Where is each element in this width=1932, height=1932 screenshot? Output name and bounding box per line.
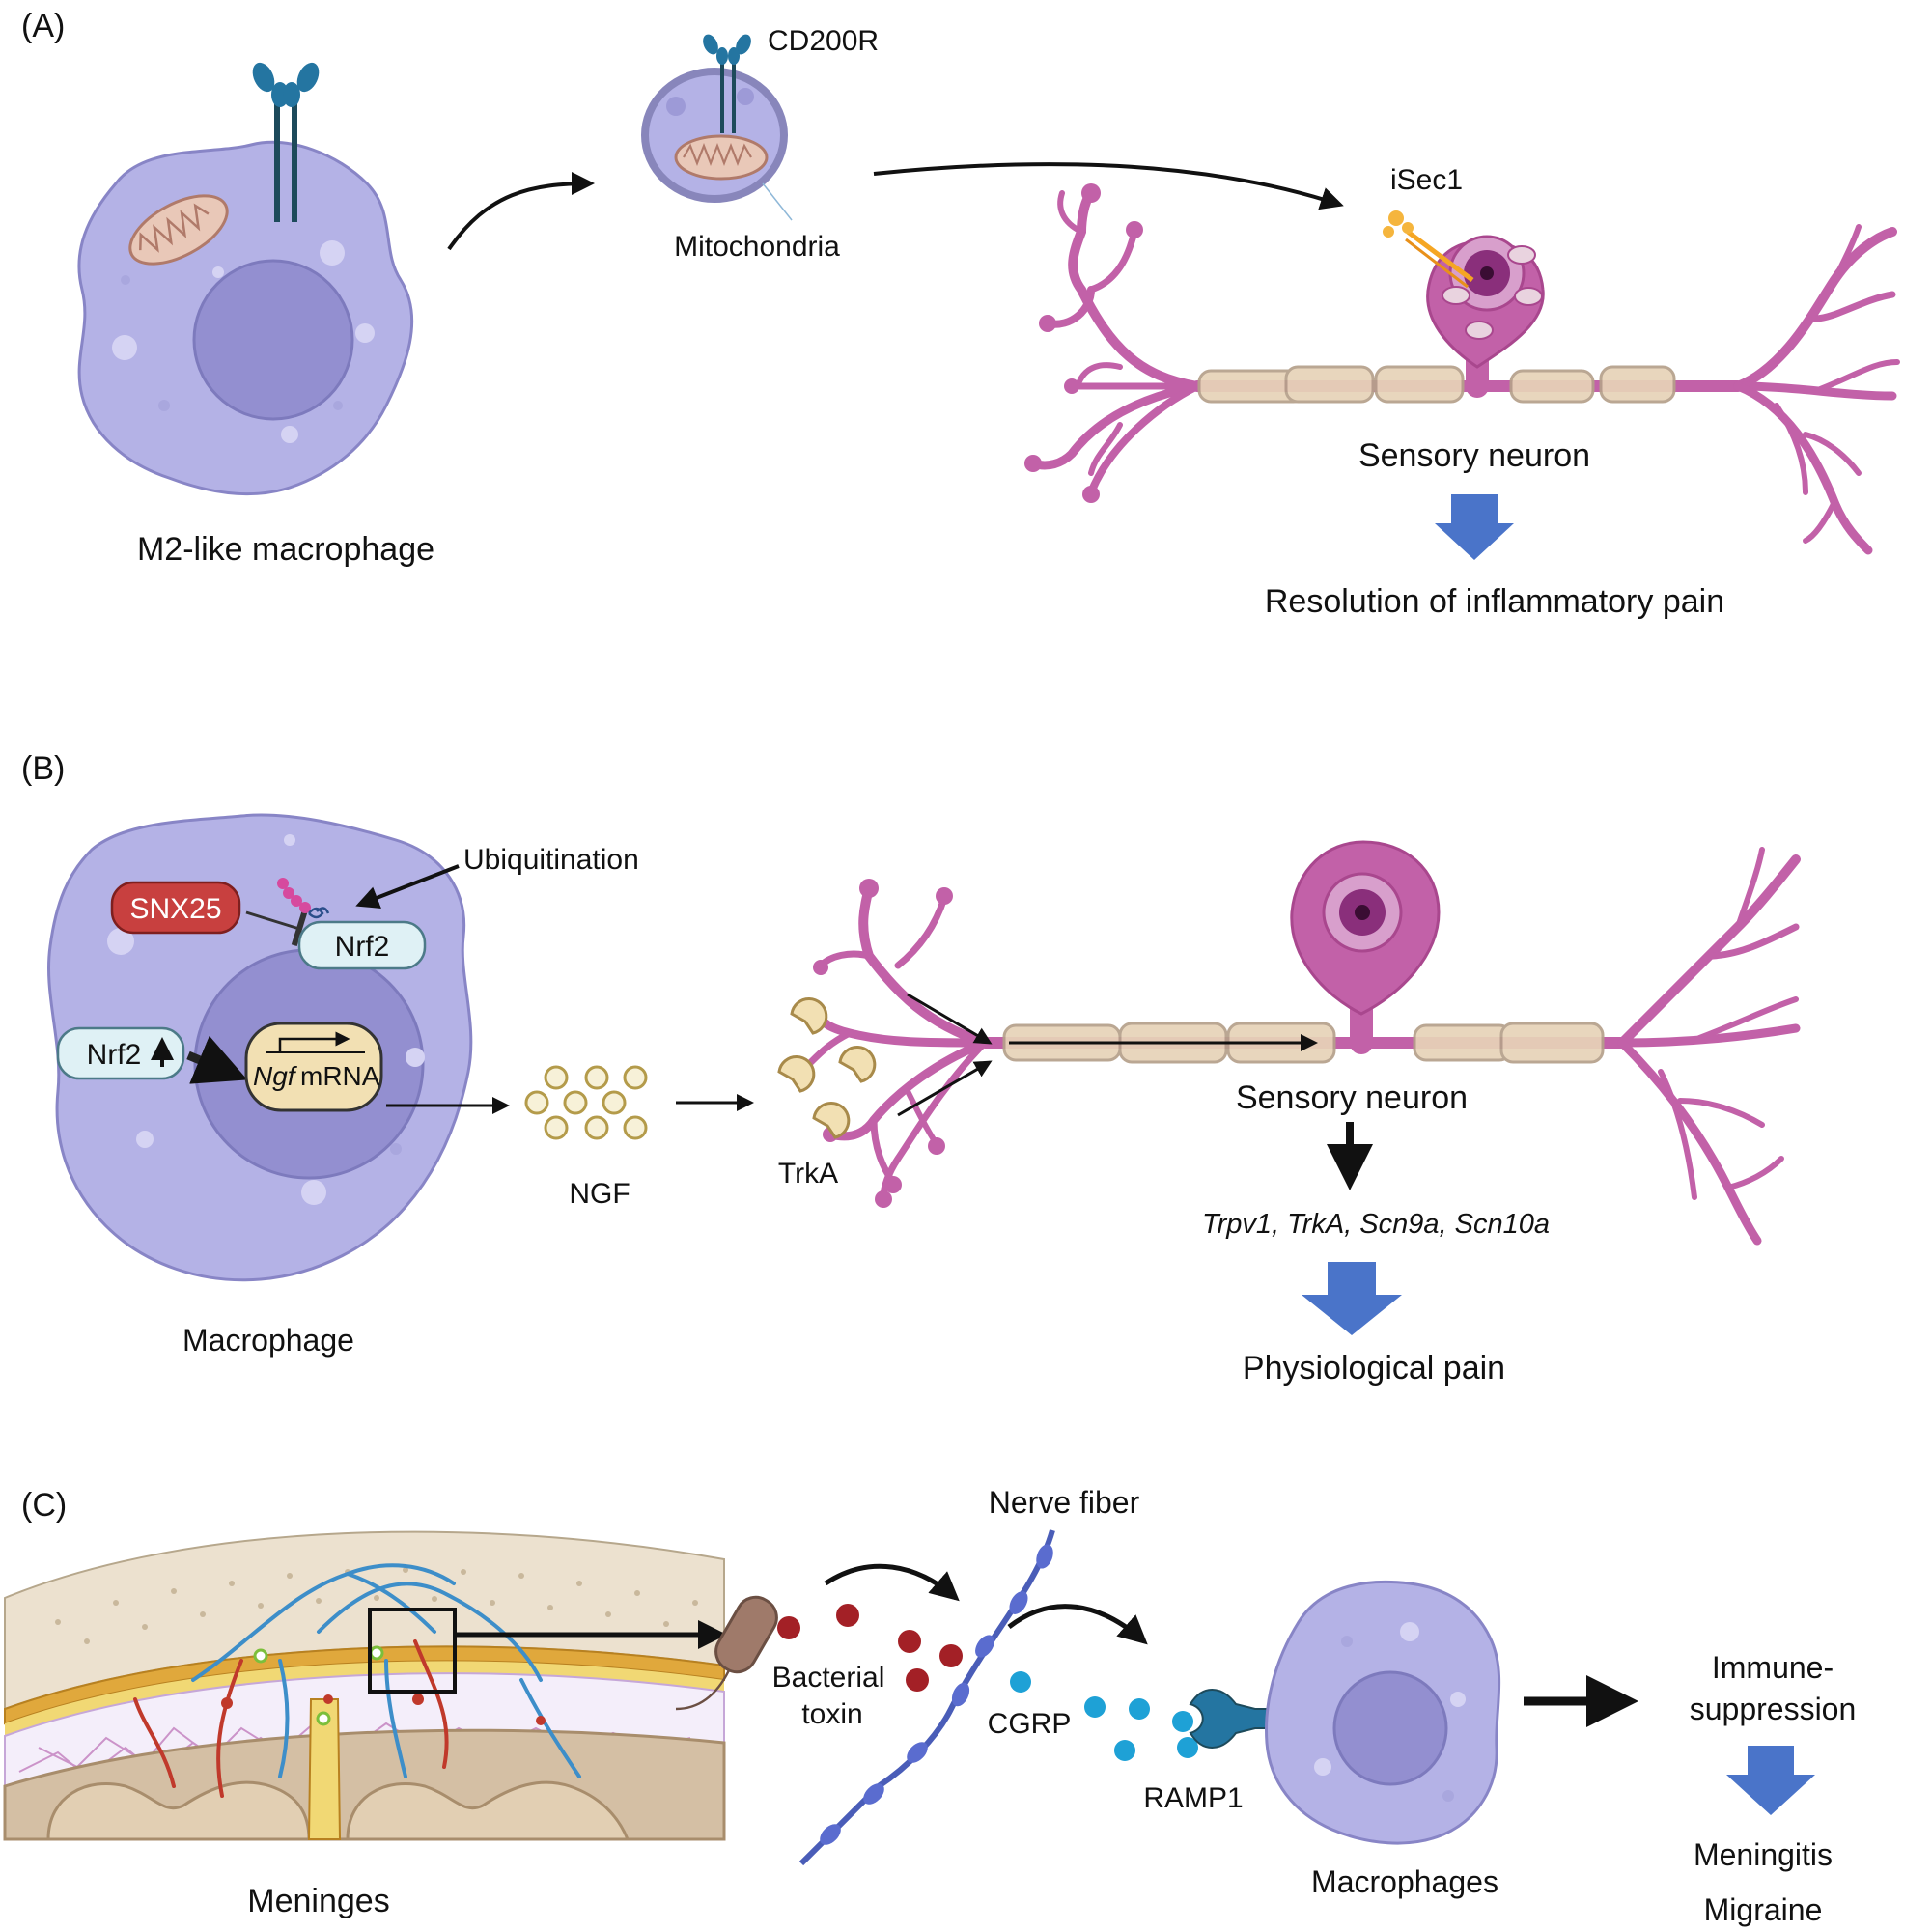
cd200r-receptor-icon [252,62,320,222]
mitochondria-label: Mitochondria [674,231,840,263]
promoter-arrow-icon [278,1031,350,1052]
arrow-cgrp [1007,1604,1148,1645]
vesicle-mitochondrion-icon [674,134,769,181]
outcome-a-label: Resolution of inflammatory pain [1265,583,1724,620]
mitochondrion-icon [128,194,229,266]
nrf2-cyto-label: Nrf2 [335,931,390,963]
immune-label-1: Immune- [1712,1650,1834,1685]
ngf-gene-box: Ngf mRNA [244,1022,383,1112]
extracellular-vesicle [641,34,793,221]
isec1-label: iSec1 [1390,164,1463,196]
ubiquitination-arrow [355,864,460,909]
neuron-mitochondria-icon [1442,245,1543,340]
cd200r-label: CD200R [768,25,879,57]
signal-arrow-2 [897,1060,993,1117]
bacterium-icon [675,1595,778,1711]
arrow-macrophage-to-vesicle [447,172,595,251]
immune-label-2: suppression [1690,1692,1857,1726]
arrow-toxin-to-fiber [824,1563,960,1602]
cgrp-label: CGRP [988,1708,1072,1740]
meninges-illustration [3,1530,726,1841]
snx25-label: SNX25 [129,893,221,925]
neuron-a-soma [1426,235,1545,369]
trka-label: TrkA [778,1158,838,1190]
macrophage-cell-c [1265,1580,1501,1845]
mrna-label: mRNA [300,1061,380,1091]
panel-a: (A) M2-like macrophage [21,8,1900,620]
genes-label: Trpv1, TrkA, Scn9a, Scn10a [1202,1209,1550,1240]
blue-down-arrow-a [1435,494,1514,560]
neuron-b-soma [1290,840,1441,1016]
ubiquitin-chain-icon [277,878,330,919]
nrf2-cyto-box: Nrf2 [297,920,427,970]
ramp1-label: RAMP1 [1143,1782,1243,1814]
panel-c: (C) [3,1485,1857,1927]
ngf-gene-label: Ngf [253,1061,298,1091]
panel-c-label: (C) [21,1487,67,1524]
trka-receptors [777,997,877,1139]
panel-a-label: (A) [21,8,65,44]
cgrp-molecules [1010,1671,1198,1761]
macrophage-b-label: Macrophage [182,1323,354,1358]
macrophages-label: Macrophages [1311,1864,1498,1899]
meningitis-label: Meningitis [1694,1837,1833,1872]
blue-down-arrow-c [1726,1746,1815,1815]
isec1-probe-icon [1383,210,1474,289]
sensory-neuron-b-label: Sensory neuron [1236,1079,1468,1116]
bacterial-label: Bacterial [772,1662,885,1694]
m2-macrophage-label: M2-like macrophage [137,531,434,568]
nerve-fiber-varicosities [820,1544,1053,1845]
migraine-label: Migraine [1704,1892,1823,1927]
sensory-neuron-a-label: Sensory neuron [1358,437,1590,474]
ngf-molecules [524,1065,648,1140]
blue-down-arrow-b [1302,1262,1402,1335]
arrow-vesicle-to-neuron [873,162,1344,210]
signal-arrow-1 [907,993,993,1045]
m2-macrophage-cell [77,140,414,496]
zoom-box [368,1608,457,1694]
ramp1-receptor-icon [1189,1689,1275,1749]
meninges-vessels [133,1563,581,1798]
toxin-label: toxin [801,1698,862,1730]
inhibition-line [245,910,308,947]
snx25-box: SNX25 [110,881,241,935]
nerve-fiber-label: Nerve fiber [989,1485,1140,1520]
nrf2-nuclear-box: Nrf2 [56,1026,185,1080]
toxin-molecules [777,1604,963,1692]
ubiquitination-label: Ubiquitination [463,844,639,876]
meninges-label: Meninges [247,1883,389,1919]
panel-b-label: (B) [21,750,65,787]
nrf2-nuclear-label: Nrf2 [87,1039,142,1071]
nrf2-to-ngf-arrow [186,1035,248,1084]
outcome-b-label: Physiological pain [1243,1350,1505,1386]
ngf-label: NGF [569,1178,630,1210]
panel-b: (B) SNX25 Nrf2 Ubiq [21,750,1801,1386]
myelin-sheaths-a [1197,365,1676,404]
neuron-a-terminal-dots [1024,183,1143,503]
